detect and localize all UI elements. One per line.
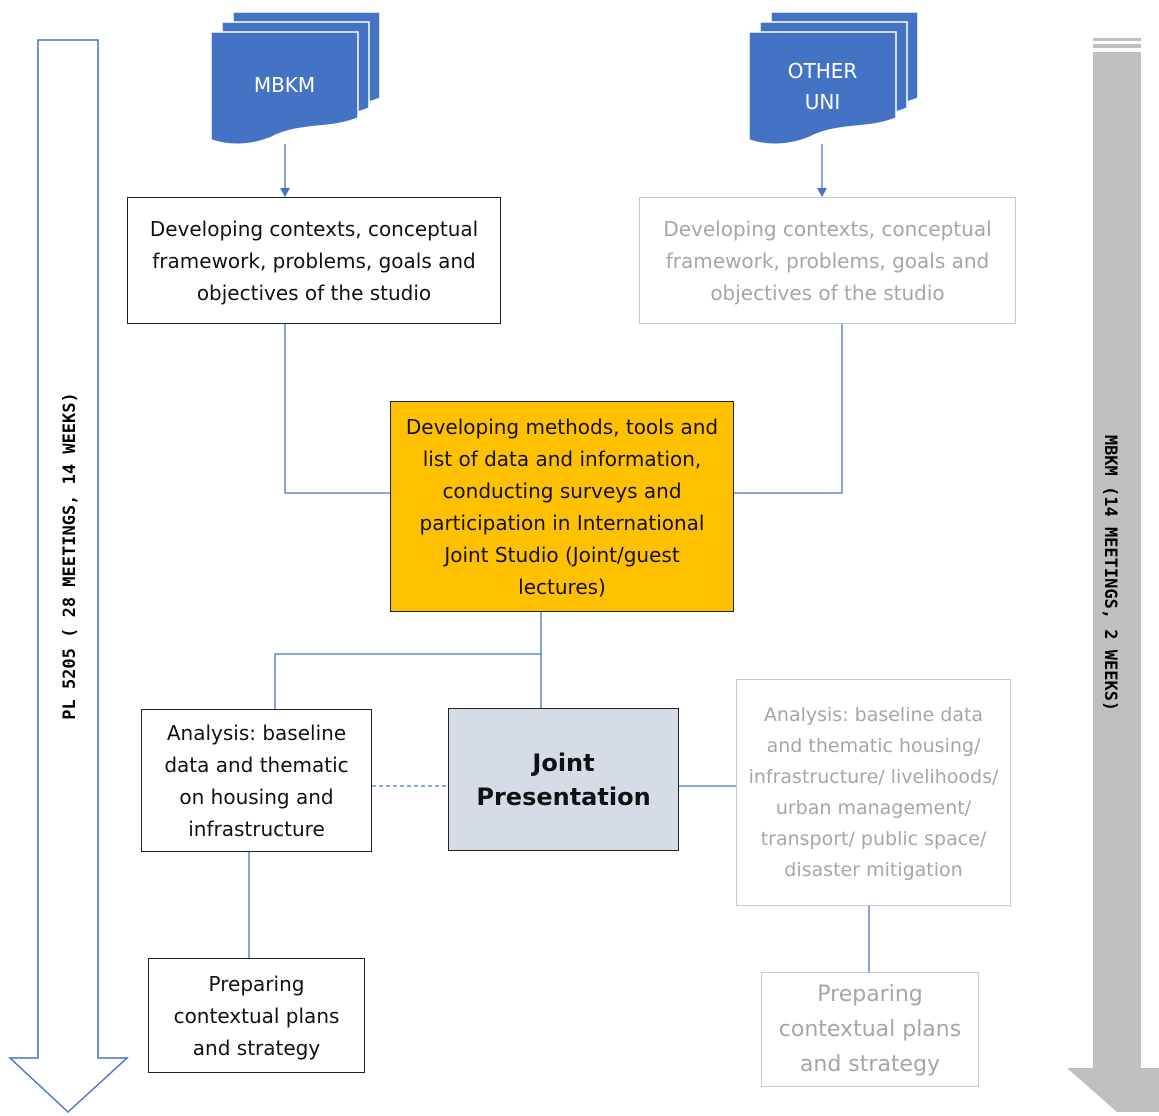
- arrowheads: [280, 188, 827, 197]
- left-timeline-arrow: [8, 39, 129, 1114]
- context-box-left: Developing contexts, conceptual framewor…: [127, 197, 501, 324]
- context-left-text: Developing contexts, conceptual framewor…: [149, 216, 479, 305]
- other-label-line: OTHER: [787, 59, 858, 83]
- other-uni-document-stack: [748, 11, 919, 145]
- analysis-right-text: Analysis: baseline data and thematic hou…: [748, 703, 999, 881]
- plans-box-left: Preparing contextual plans and strategy: [148, 958, 365, 1073]
- mbkm-label-line: MBKM: [253, 73, 316, 97]
- mbkm-source-label: MBKM: [211, 70, 358, 101]
- joint-presentation-box: Joint Presentation: [448, 708, 679, 851]
- joint-presentation-text: Joint Presentation: [476, 748, 651, 811]
- methods-text: Developing methods, tools and list of da…: [405, 414, 719, 599]
- plans-box-right: Preparing contextual plans and strategy: [761, 972, 979, 1087]
- left-timeline-label: PL 5205 ( 28 MEETINGS, 14 WEEKS): [60, 392, 80, 720]
- right-timeline-arrow: [1067, 38, 1159, 1112]
- uni-label-line: UNI: [804, 90, 841, 114]
- plans-right-text: Preparing contextual plans and strategy: [778, 982, 962, 1077]
- other-uni-source-label: OTHER UNI: [749, 56, 896, 118]
- context-box-right: Developing contexts, conceptual framewor…: [639, 197, 1016, 324]
- methods-box: Developing methods, tools and list of da…: [390, 401, 734, 612]
- analysis-box-right: Analysis: baseline data and thematic hou…: [736, 679, 1011, 906]
- analysis-box-left: Analysis: baseline data and thematic on …: [141, 709, 372, 852]
- plans-left-text: Preparing contextual plans and strategy: [173, 971, 340, 1060]
- connectors: [248, 144, 870, 972]
- context-right-text: Developing contexts, conceptual framewor…: [663, 216, 992, 305]
- analysis-left-text: Analysis: baseline data and thematic on …: [164, 720, 349, 841]
- right-timeline-label: MBKM (14 MEETINGS, 2 WEEKS): [1100, 434, 1120, 712]
- mbkm-document-stack: [210, 11, 381, 145]
